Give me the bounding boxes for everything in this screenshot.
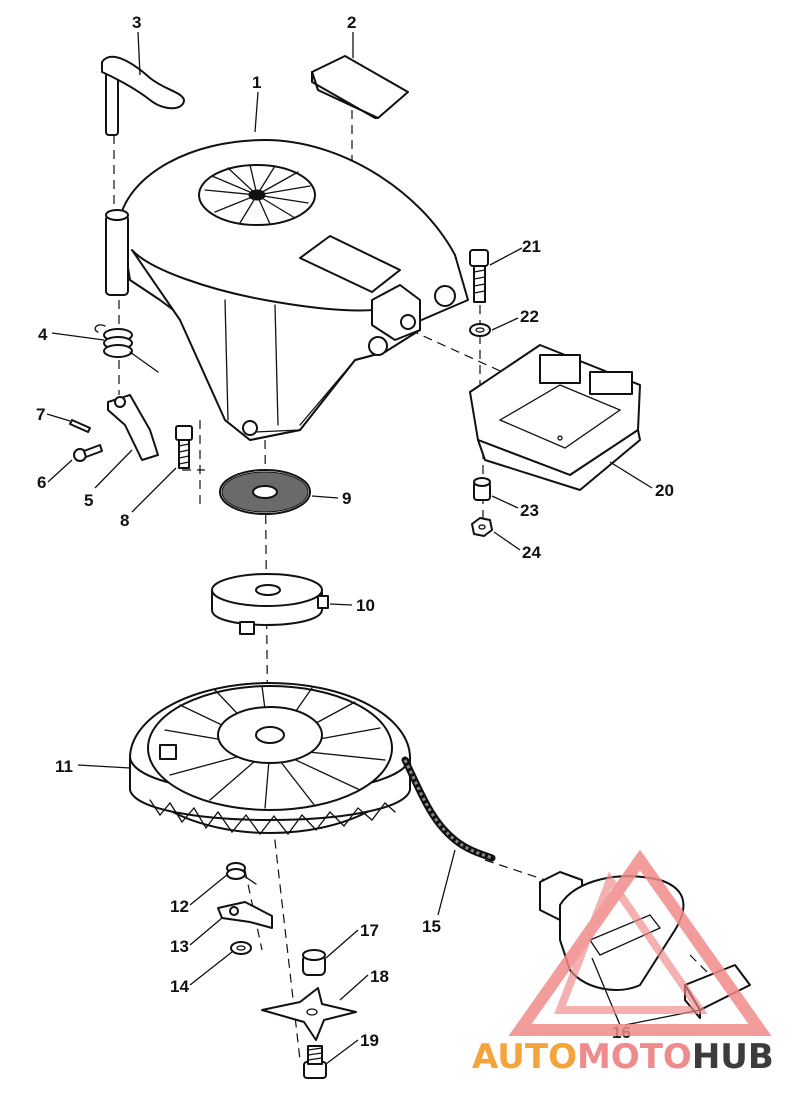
pawl-part-13 <box>217 901 273 929</box>
callout-20: 20 <box>655 481 674 500</box>
callout-6: 6 <box>37 473 46 492</box>
callout-4: 4 <box>38 325 48 344</box>
housing-part <box>105 139 469 441</box>
lever-part <box>101 55 185 136</box>
star-washer-part-18 <box>261 987 357 1041</box>
callout-19: 19 <box>360 1031 379 1050</box>
watermark: AUTOMOTOHUB <box>472 849 774 1077</box>
callout-5: 5 <box>84 491 93 510</box>
spring-part-4 <box>94 324 159 373</box>
callout-13: 13 <box>170 937 189 956</box>
callout-17: 17 <box>360 921 379 940</box>
nut-part-24 <box>471 517 493 537</box>
starter-rope-part <box>401 756 496 862</box>
callout-1: 1 <box>252 73 261 92</box>
handle-part <box>539 871 751 1019</box>
watermark-text: AUTOMOTOHUB <box>472 1037 774 1077</box>
friction-disc-part <box>219 469 311 515</box>
watermark-triangle-icon <box>508 849 772 1036</box>
washer-part-22 <box>469 323 491 337</box>
bolt-part-19 <box>303 1045 327 1079</box>
callout-24: 24 <box>522 543 541 562</box>
callout-7: 7 <box>36 405 45 424</box>
cover-pad-part <box>311 55 409 119</box>
callout-9: 9 <box>342 489 351 508</box>
callout-2: 2 <box>347 13 356 32</box>
callout-15: 15 <box>422 917 441 936</box>
spacer-part-23 <box>473 477 491 501</box>
callout-10: 10 <box>356 596 375 615</box>
spring-part-12 <box>226 862 257 885</box>
callout-18: 18 <box>370 967 389 986</box>
callout-21: 21 <box>522 237 541 256</box>
callout-8: 8 <box>120 511 129 530</box>
callout-3: 3 <box>132 13 141 32</box>
callout-14: 14 <box>170 977 189 996</box>
callout-23: 23 <box>520 501 539 520</box>
watermark-moto: MOTO <box>577 1037 692 1077</box>
callout-11: 11 <box>55 757 73 776</box>
watermark-hub: HUB <box>692 1037 774 1077</box>
callout-22: 22 <box>520 307 539 326</box>
leader-lines <box>46 31 701 1065</box>
clip-part-14 <box>230 941 252 955</box>
pulley-part <box>129 682 411 836</box>
bushing-part-17 <box>302 949 326 976</box>
bolt-part-8 <box>175 425 193 469</box>
bolt-part-21 <box>469 249 489 303</box>
pin-part-7 <box>69 419 91 433</box>
watermark-auto: AUTO <box>472 1037 577 1077</box>
screw-part-6 <box>73 444 103 462</box>
retainer-cup-part <box>211 573 329 635</box>
callout-12: 12 <box>170 897 189 916</box>
pawl-part-5 <box>107 394 159 461</box>
mounting-bracket-part <box>469 344 641 491</box>
